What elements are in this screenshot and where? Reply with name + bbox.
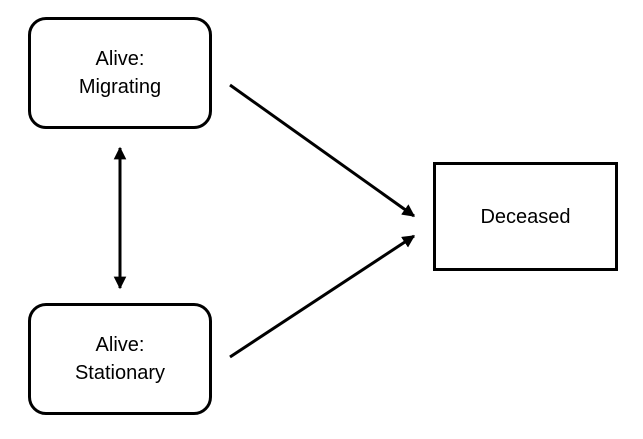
node-deceased: Deceased xyxy=(433,162,618,271)
node-alive-migrating-line2: Migrating xyxy=(78,76,162,98)
node-alive-migrating-line1: Alive: xyxy=(95,48,145,70)
node-deceased-label: Deceased xyxy=(480,205,571,228)
node-alive-migrating: Alive: Migrating xyxy=(28,17,212,129)
node-alive-stationary-line2: Stationary xyxy=(74,362,166,384)
node-alive-stationary-line1: Alive: xyxy=(95,334,145,356)
arrow-stationary-to-deceased xyxy=(229,234,416,359)
node-alive-stationary: Alive: Stationary xyxy=(28,303,212,415)
arrow-migrating-to-deceased xyxy=(229,83,416,218)
